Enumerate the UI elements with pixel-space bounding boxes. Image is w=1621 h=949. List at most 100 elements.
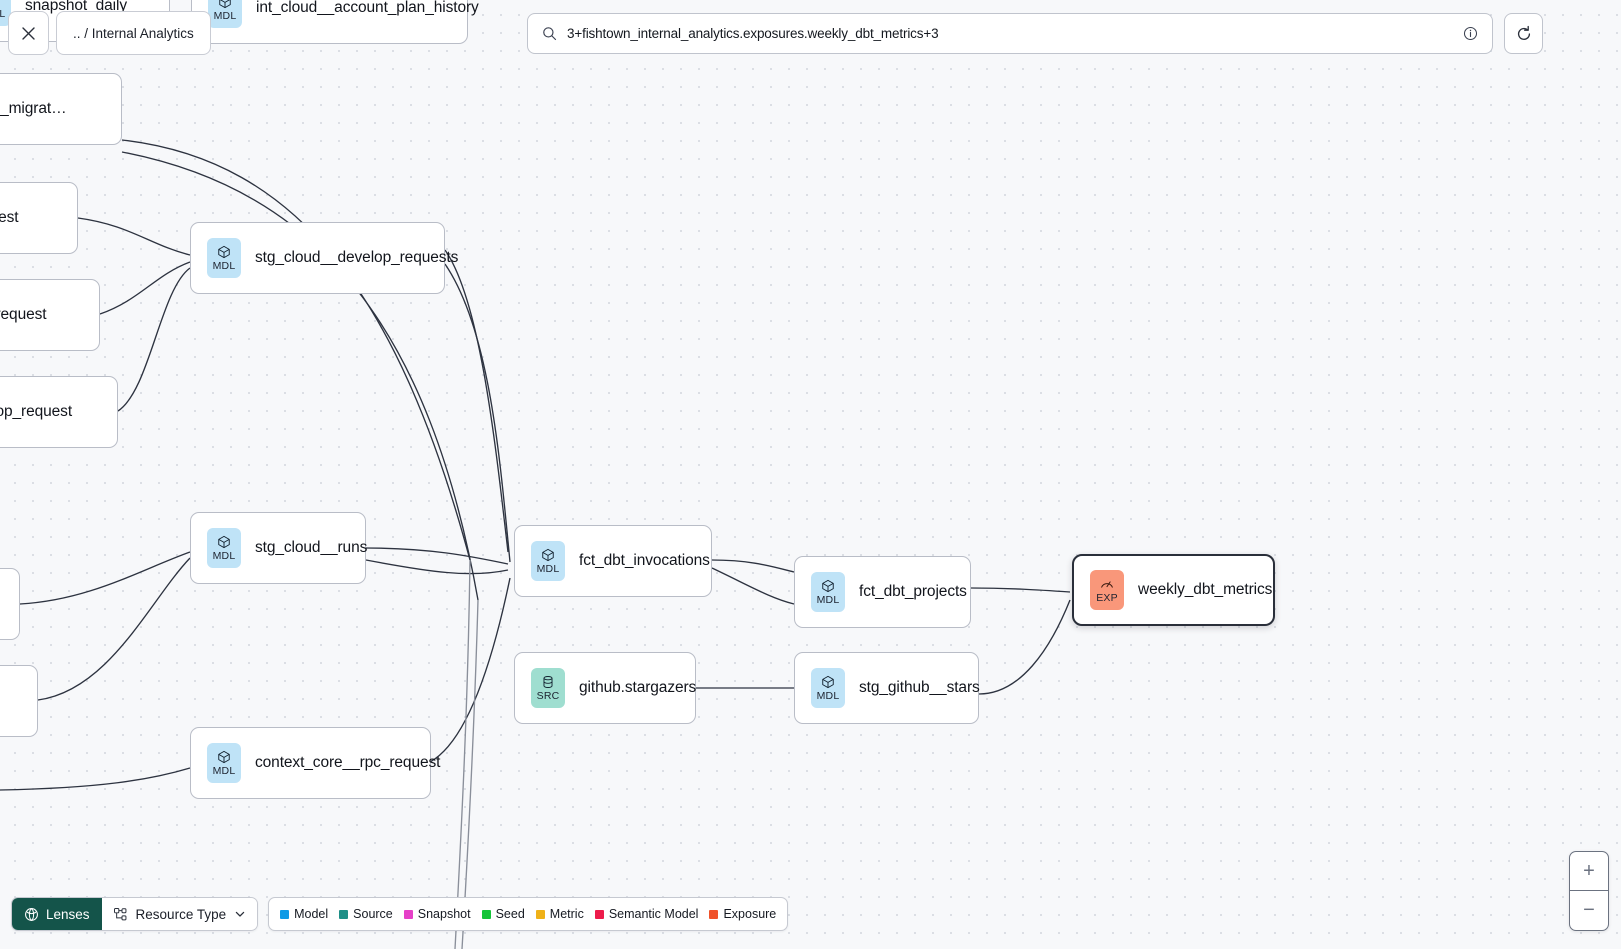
node-type-label: MDL [212,549,236,562]
cube-icon: MDL [207,528,241,568]
node-type-label: MDL [213,9,237,22]
node-label: weekly_dbt_metrics [1138,581,1273,598]
legend-label: Model [294,907,329,921]
legend-item[interactable]: Snapshot [403,907,471,921]
graph-node[interactable]: MDL….run [0,665,38,737]
node-label: snapshot_daily [25,0,128,14]
resource-type-legend: Model Source Snapshot Seed Metric Semantic Mo… [268,897,789,931]
graph-node[interactable]: EXP weekly_dbt_metrics [1072,554,1275,626]
resource-type-icon [113,907,126,920]
legend-label: Snapshot [417,907,471,921]
legend-label: Source [353,907,393,921]
node-type-label: MDL [816,689,840,702]
lineage-edge [444,263,511,563]
node-label: stg_github__stars [859,679,980,696]
node-label: …p_request [0,209,19,226]
legend-item[interactable]: Semantic Model [594,907,699,921]
node-type-label: MDL [536,562,560,575]
gauge-icon: EXP [1090,570,1124,610]
graph-node[interactable]: MDL fct_dbt_projects [794,556,971,628]
legend-item[interactable]: Metric [535,907,584,921]
cube-icon-glyph [821,675,835,689]
legend-label: Exposure [723,907,777,921]
bottom-toolbar: Lenses Resource Type Model Source Snapshot… [11,897,789,931]
lenses-button[interactable]: Lenses [12,898,102,930]
lineage-edge [19,551,191,605]
search-icon [542,26,557,41]
cube-icon-glyph [217,535,231,549]
cube-icon: MDL [811,572,845,612]
graph-node[interactable]: MDL stg_github__stars [794,652,980,724]
graph-node[interactable]: SRC github.stargazers [514,652,696,724]
node-label: int_cloud__account_plan_history [256,0,479,16]
lineage-edge [0,767,191,791]
node-type-label: MDL [212,259,236,272]
cube-icon-glyph [0,0,1,7]
cube-icon-glyph [217,245,231,259]
lineage-edge [429,577,511,763]
node-type-label: SRC [536,689,560,702]
lineage-edge [121,139,471,561]
lineage-edge [365,547,509,565]
lenses-icon [25,907,38,921]
graph-node[interactable]: MDL…_develop_request [0,376,118,448]
node-label: context_core__rpc_request [255,754,441,771]
zoom-in-button[interactable]: + [1570,852,1608,891]
lineage-edge [117,267,191,412]
database-icon: SRC [531,668,565,708]
legend-swatch [339,909,349,919]
search-bar[interactable] [527,13,1493,54]
node-label: multicell_migrat… [0,100,67,117]
lineage-edge [444,249,509,553]
search-input[interactable] [567,26,1453,41]
node-label: …_develop_request [0,403,73,420]
node-type-label: EXP [1096,591,1118,604]
info-icon[interactable] [1463,26,1478,41]
cube-icon: MDL [0,0,11,26]
breadcrumb[interactable]: .. / Internal Analytics [56,11,211,55]
cube-icon: MDL [207,743,241,783]
zoom-out-button[interactable]: − [1583,899,1595,921]
legend-item[interactable]: Exposure [709,907,776,921]
graph-node[interactable]: MDL fct_dbt_invocations [514,525,712,597]
cube-icon-glyph [217,750,231,764]
resource-type-label: Resource Type [135,906,227,922]
legend-label: Semantic Model [608,907,699,921]
close-icon [22,26,35,40]
breadcrumb-label: .. / Internal Analytics [73,25,194,41]
legend-item[interactable]: Source [339,907,393,921]
node-label: github.stargazers [579,679,697,696]
graph-node[interactable]: MDLmulticell_migrat… [0,73,122,145]
gauge-icon-glyph [1100,577,1114,591]
node-type-label: MDL [0,7,6,20]
cube-icon: MDL [811,668,845,708]
legend-swatch [403,909,413,919]
lineage-edge [454,559,471,949]
refresh-button[interactable] [1504,13,1543,54]
lineage-edge [365,559,509,575]
legend-swatch [535,909,545,919]
graph-node[interactable]: MDL int_cloud__account_plan_history [191,0,479,44]
node-label: fct_dbt_invocations [579,552,710,569]
legend-item[interactable]: Model [280,907,328,921]
node-type-label: MDL [816,593,840,606]
graph-node[interactable]: MDL context_core__rpc_request [190,727,440,799]
graph-node[interactable]: MDL…n [0,568,20,640]
lineage-edge [99,261,191,315]
legend-swatch [594,909,604,919]
graph-node[interactable]: MDL…p_request [0,182,78,254]
node-label: fct_dbt_projects [859,583,967,600]
lineage-edge [711,559,795,573]
legend-item[interactable]: Seed [481,907,525,921]
close-button[interactable] [8,11,49,55]
graph-node[interactable]: MDL…velop_request [0,279,100,351]
legend-swatch [481,909,491,919]
resource-type-button[interactable]: Resource Type [101,898,258,930]
node-label: …velop_request [0,306,47,323]
node-type-label: MDL [212,764,236,777]
legend-swatch [280,909,290,919]
